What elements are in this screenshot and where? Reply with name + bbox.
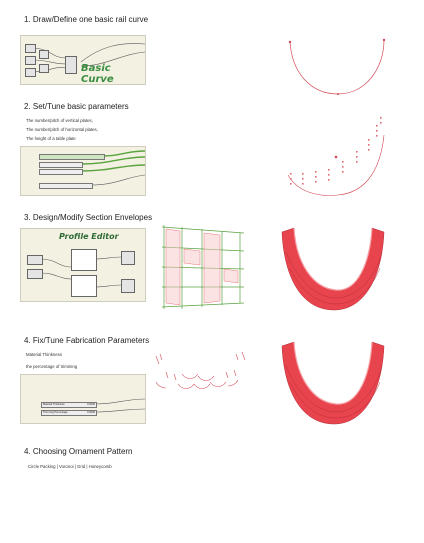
parameter-sliders-panel: [20, 146, 146, 196]
profile-output-a: [121, 251, 135, 265]
profile-output-b: [121, 279, 135, 293]
shell-model-lower: [281, 341, 385, 425]
shell-model-upper: [281, 227, 385, 311]
step-2-note-2: The number/pitch of horizontal plates,: [26, 127, 98, 132]
panel-4-wires: [94, 398, 145, 413]
step-2-note-3: The height of a table plate: [26, 136, 76, 141]
material-thickness-value: 0.0000: [87, 403, 95, 407]
vertical-plates-slider[interactable]: [39, 154, 105, 160]
trimming-percentage-label: Trimming Percentage: [43, 411, 68, 415]
step-4-title: 4. Fix/Tune Fabrication Parameters: [24, 336, 150, 345]
trimming-percentage-slider[interactable]: Trimming Percentage 0.0000: [41, 410, 97, 416]
curve-node-f: [65, 56, 77, 74]
step-2-title: 2. Set/Tune basic parameters: [24, 102, 129, 111]
table-height-slider[interactable]: [39, 169, 83, 175]
profile-editor-label: Profile Editor: [59, 232, 119, 241]
step-4-note-1: Material Thinkness: [26, 352, 62, 357]
profile-graph-lower: [71, 275, 97, 297]
material-thickness-label: Material Thickness: [43, 403, 65, 407]
fabrication-pieces-layout: [155, 351, 246, 389]
rail-curve-drawing: [288, 38, 386, 95]
step-4-note-2: the percentage of trimming: [26, 364, 78, 369]
profile-input-b: [27, 269, 43, 279]
curve-node-b: [25, 56, 36, 65]
panel-3-wires: [40, 256, 122, 288]
panel-2-wires: [80, 150, 145, 186]
profile-input-a: [27, 255, 43, 265]
basic-curve-label: Basic Curve: [81, 63, 114, 85]
horizontal-plates-slider[interactable]: [39, 162, 83, 168]
profile-graph-upper: [71, 249, 97, 271]
curve-node-d: [39, 50, 49, 59]
fabrication-parameters-panel: Material Thickness 0.0000 Trimming Perce…: [20, 374, 146, 424]
step-5-title: 4. Choosing Ornament Pattern: [24, 447, 133, 456]
ornament-pattern-options: Circle Packing | Voronoi | Grid | Honeyc…: [28, 464, 112, 469]
trimming-percentage-value: 0.0000: [87, 411, 95, 415]
curve-node-a: [25, 44, 36, 53]
material-thickness-slider[interactable]: Material Thickness 0.0000: [41, 402, 97, 408]
profile-editor-panel: Profile Editor: [20, 228, 146, 302]
step-3-title: 3. Design/Modify Section Envelopes: [24, 213, 153, 222]
plate-pitch-drawing: [287, 117, 385, 196]
section-envelope-wireframe: [161, 225, 245, 309]
curve-node-c: [25, 68, 36, 77]
step-2-note-1: The number/pitch of vertical plates,: [26, 118, 93, 123]
step-1-title: 1. Draw/Define one basic rail curve: [24, 15, 149, 24]
basic-curve-editor-panel: Basic Curve: [20, 35, 146, 85]
curve-node-e: [39, 64, 49, 73]
plate-height-slider[interactable]: [39, 183, 93, 189]
